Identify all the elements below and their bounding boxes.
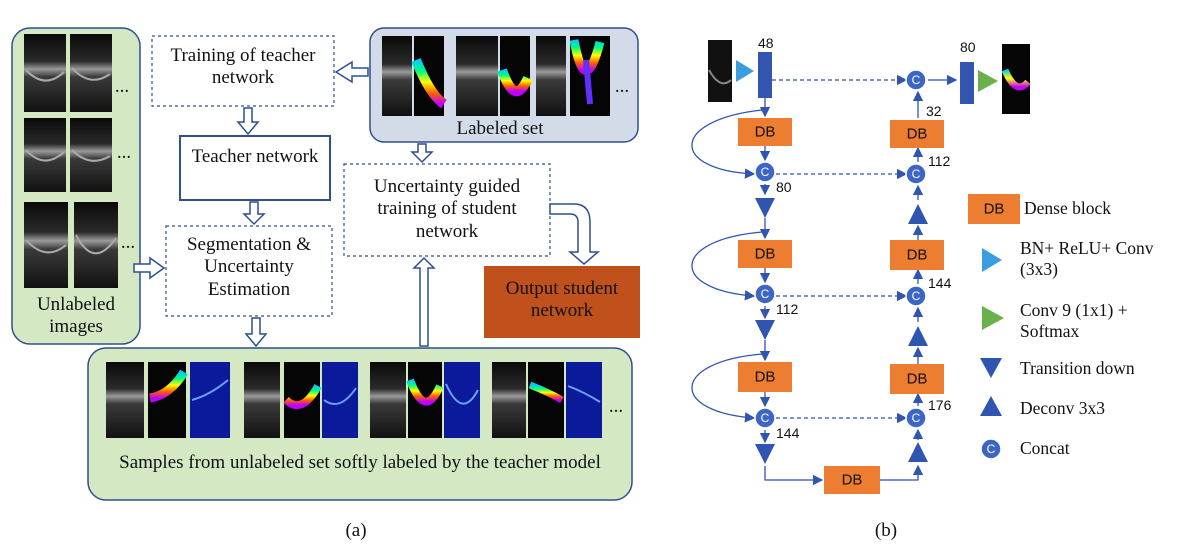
svg-text:C: C	[912, 73, 921, 87]
svg-text:C: C	[987, 442, 996, 456]
panel-a-graphics	[11, 27, 640, 501]
svg-text:DB: DB	[755, 246, 776, 263]
input-conv-bar	[758, 52, 772, 98]
legend-td-icon	[980, 358, 1002, 378]
svg-text:C: C	[912, 411, 921, 425]
td-2	[755, 320, 775, 340]
ellipsis-unlabeled-1: ...	[114, 76, 130, 97]
concat-up-top: C	[905, 69, 927, 91]
svg-text:DB: DB	[984, 201, 1005, 218]
bn-relu-conv-triangle	[736, 60, 754, 82]
panel-b-graphics: 48 80	[691, 35, 1031, 494]
labeled-set-label: Labeled set	[456, 118, 544, 139]
svg-text:C: C	[912, 289, 921, 303]
legend-db-swatch	[968, 194, 1020, 224]
ellipsis-unlabeled-2: ...	[116, 142, 132, 163]
legend-bn-icon	[982, 248, 1002, 272]
caption-b: (b)	[874, 520, 898, 541]
uncertainty-training-box	[343, 163, 551, 257]
db-bottleneck	[824, 466, 880, 494]
concat-up-1: C	[905, 163, 927, 185]
svg-text:DB: DB	[755, 124, 776, 141]
caption-a: (a)	[345, 520, 367, 541]
svg-text:C: C	[761, 165, 770, 179]
legend-concat: Concat	[1020, 438, 1070, 458]
legend-deconv-icon	[980, 396, 1002, 416]
concat-up-2: C	[905, 285, 927, 307]
input-image	[708, 40, 732, 102]
legend-conv-softmax: Conv 9 (1x1) + Softmax	[1020, 300, 1128, 341]
teacher-network-label: Teacher network	[191, 146, 319, 167]
db-up-3	[890, 120, 944, 148]
concat-up-3: C	[905, 407, 927, 429]
ellipsis-samples: ...	[608, 396, 624, 417]
legend-dense-block: Dense block	[1024, 198, 1111, 218]
td-1	[755, 198, 775, 218]
ellipsis-unlabeled-3: ...	[120, 232, 136, 253]
sample-thumbnails	[106, 362, 602, 438]
num-up-32: 32	[926, 103, 942, 119]
legend-symbols: DB C	[968, 194, 1020, 460]
legend-transition-down: Transition down	[1020, 358, 1135, 378]
num-output: 80	[960, 39, 976, 55]
num-down-80: 80	[776, 179, 792, 195]
samples-label: Samples from unlabeled set softly labele…	[119, 452, 601, 473]
concat-nodes: C C C C C C C	[754, 69, 927, 429]
db-down-3	[738, 362, 792, 392]
output-student-label: Output student network	[505, 278, 619, 322]
svg-text:DB: DB	[907, 126, 928, 143]
concat-down-1: C	[754, 161, 776, 183]
db-up-1	[890, 364, 944, 394]
svg-text:DB: DB	[842, 472, 863, 489]
svg-text:C: C	[912, 167, 921, 181]
flow-arrows	[133, 60, 601, 348]
uncertainty-training-label: Uncertainty guided training of student n…	[373, 176, 521, 242]
legend-softmax-icon	[982, 306, 1004, 330]
training-teacher-label: Training of teacher network	[170, 45, 316, 89]
output-conv-bar	[960, 62, 974, 104]
svg-text:C: C	[761, 411, 770, 425]
db-down-2	[738, 240, 792, 268]
num-down-112: 112	[776, 301, 799, 317]
svg-text:C: C	[761, 287, 770, 301]
segmentation-label: Segmentation & Uncertainty Estimation	[186, 234, 311, 300]
output-student-box	[484, 266, 640, 338]
num-input: 48	[758, 35, 774, 51]
num-up-176: 176	[928, 397, 952, 413]
segmentation-box	[165, 225, 333, 317]
unlabeled-images-label: Unlabeled images	[36, 294, 116, 338]
deconv-2	[908, 326, 928, 346]
legend-bn-relu-conv: BN+ ReLU+ Conv (3x3)	[1020, 238, 1154, 279]
ellipsis-labeled: ...	[614, 76, 630, 97]
legend-concat-icon	[980, 438, 1002, 460]
num-down-144: 144	[776, 425, 800, 441]
td-3	[755, 444, 775, 464]
concat-down-2: C	[754, 283, 776, 305]
legend-deconv: Deconv 3x3	[1020, 398, 1106, 418]
num-up-144: 144	[928, 275, 952, 291]
training-teacher-box	[151, 35, 335, 107]
deconv-1	[908, 442, 928, 462]
softmax-triangle	[978, 70, 998, 92]
svg-text:DB: DB	[907, 247, 928, 264]
svg-text:DB: DB	[755, 369, 776, 386]
num-up-112: 112	[928, 153, 951, 169]
concat-down-3: C	[754, 407, 776, 429]
unlabeled-thumbnails	[24, 34, 118, 288]
labeled-thumbnails	[382, 36, 610, 116]
db-down-1	[738, 118, 792, 146]
deconv-triangles	[908, 204, 928, 462]
svg-text:DB: DB	[907, 371, 928, 388]
db-up-2	[890, 240, 944, 270]
deconv-3	[908, 204, 928, 224]
transition-down-triangles	[755, 198, 775, 464]
dense-blocks: DB DB DB DB DB DB DB	[738, 118, 944, 494]
teacher-network-box	[179, 135, 331, 201]
